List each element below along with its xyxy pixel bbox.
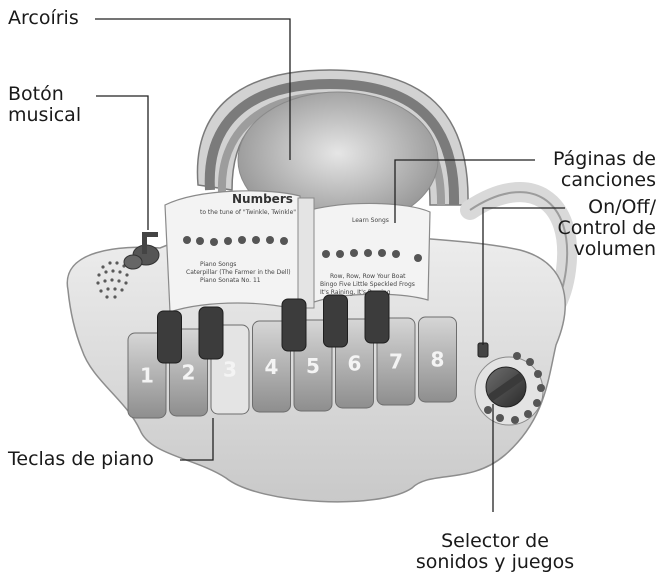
piano-black-key-3	[282, 299, 306, 351]
label-music-button-line-1: Botón	[8, 84, 81, 105]
piano-black-key-4	[324, 295, 348, 347]
left-page-line-2: Caterpillar (The Farmer in the Dell)	[186, 269, 291, 276]
label-power-volume: On/Off/ Control de volumen	[540, 197, 656, 260]
piano-key-number: 1	[140, 363, 154, 387]
song-book: Numbers to the tune of "Twinkle, Twinkle…	[165, 191, 430, 312]
piano-key-number: 3	[223, 358, 237, 382]
label-power-line-3: volumen	[540, 239, 656, 260]
label-song-pages-line-2: canciones	[520, 170, 656, 191]
label-rainbow: Arcoíris	[8, 8, 79, 29]
piano-black-key-5	[365, 291, 389, 343]
label-selector-line-1: Selector de	[410, 531, 580, 552]
piano-black-key-2	[199, 307, 223, 359]
label-song-pages-line-1: Páginas de	[520, 149, 656, 170]
label-piano-keys: Teclas de piano	[8, 449, 154, 470]
piano-key-8: 8	[419, 317, 457, 402]
left-page-subtitle: to the tune of "Twinkle, Twinkle"	[200, 209, 296, 216]
label-song-pages: Páginas de canciones	[520, 149, 656, 191]
piano-key-number: 5	[306, 354, 320, 378]
piano-key-number: 7	[389, 349, 403, 373]
label-selector: Selector de sonidos y juegos	[410, 531, 580, 573]
label-power-line-2: Control de	[540, 218, 656, 239]
right-page-line-2: Bingo Five Little Speckled Frogs	[320, 281, 415, 288]
label-selector-line-2: sonidos y juegos	[410, 552, 580, 573]
piano-key-number: 8	[431, 347, 445, 371]
left-page-title: Numbers	[232, 192, 293, 206]
label-rainbow-text: Arcoíris	[8, 7, 79, 29]
label-power-line-1: On/Off/	[540, 197, 656, 218]
leader-line-music-button	[96, 96, 148, 230]
piano-key-number: 2	[182, 360, 196, 384]
label-music-button: Botón musical	[8, 84, 81, 126]
piano-key-number: 6	[348, 352, 362, 376]
piano-key-number: 4	[265, 355, 279, 379]
book-spine	[298, 198, 314, 308]
power-volume-switch	[478, 343, 488, 357]
right-page-title: Learn Songs	[352, 217, 389, 224]
label-music-button-line-2: musical	[8, 105, 81, 126]
left-page-line-3: Piano Sonata No. 11	[200, 277, 261, 284]
left-page-line-1: Piano Songs	[200, 261, 236, 268]
piano-black-key-1	[158, 311, 182, 363]
right-page-line-1: Row, Row, Row Your Boat	[330, 273, 406, 280]
label-piano-keys-text: Teclas de piano	[8, 448, 154, 470]
